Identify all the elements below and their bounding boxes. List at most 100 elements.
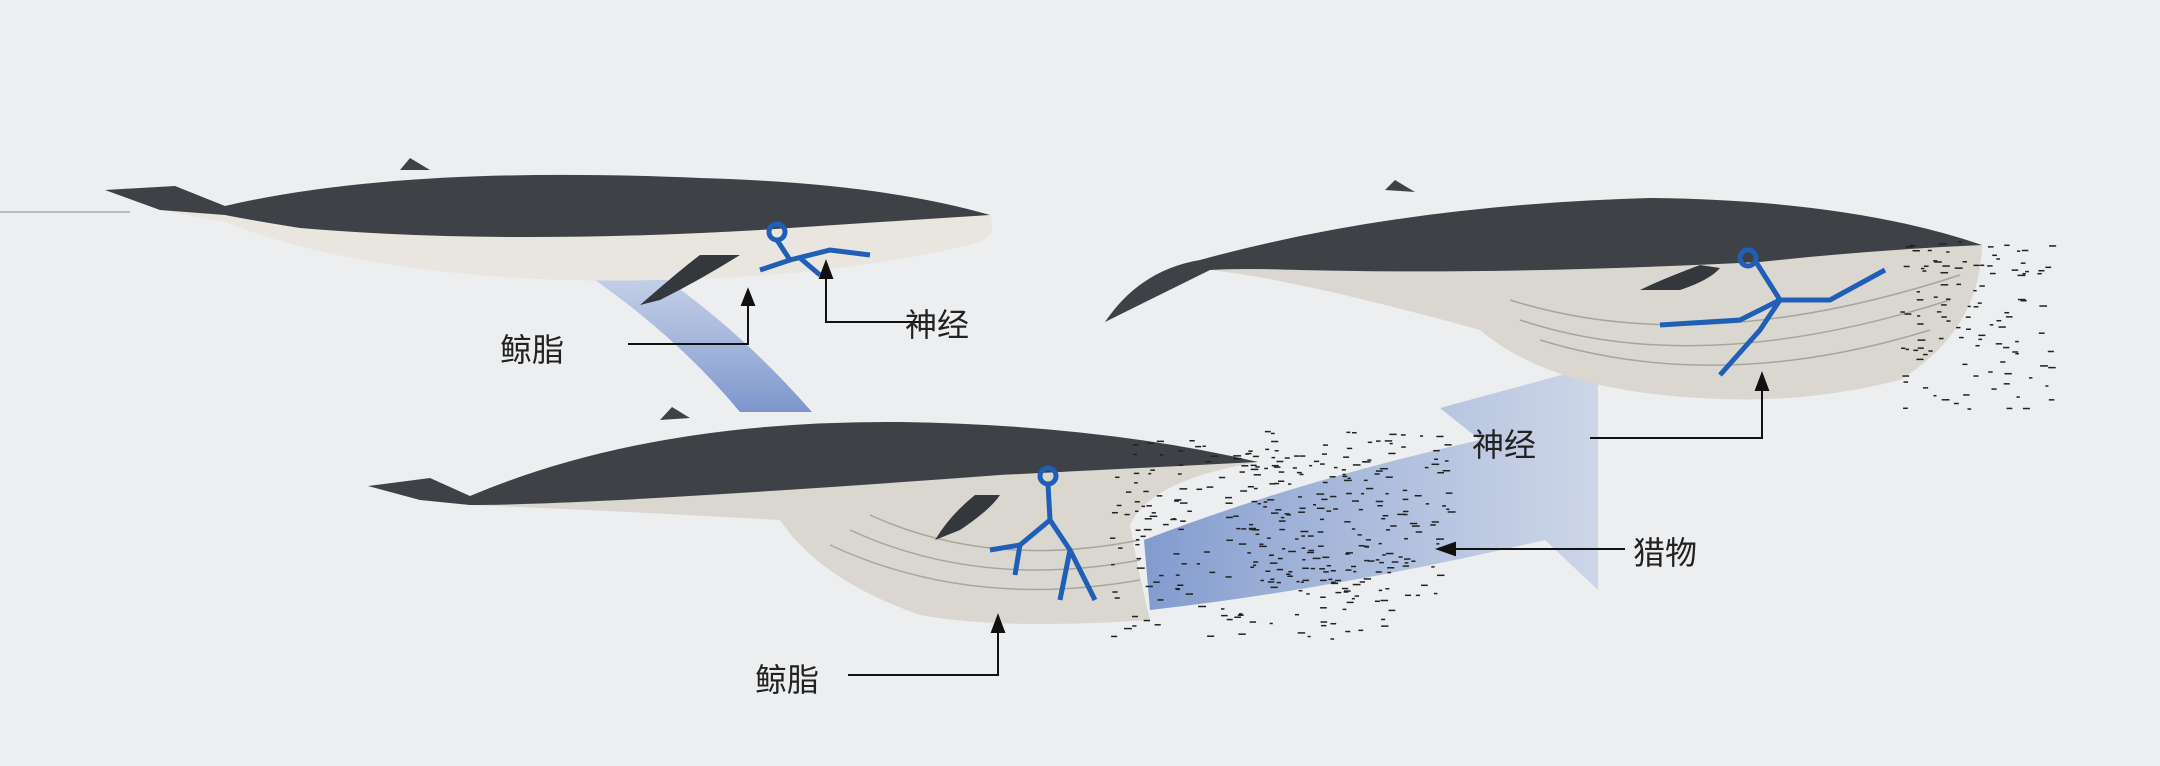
prey-particle	[1241, 465, 1249, 467]
prey-particle	[2004, 244, 2010, 247]
prey-particle	[1938, 337, 1944, 340]
prey-particle	[1941, 399, 1950, 401]
prey-particle	[1437, 574, 1445, 577]
prey-particle	[1431, 521, 1439, 523]
prey-particle	[1131, 615, 1138, 618]
prey-particle	[1375, 440, 1381, 442]
prey-particle	[1238, 543, 1247, 545]
prey-particle	[1269, 562, 1278, 564]
prey-particle	[1178, 528, 1184, 531]
prey-particle	[1958, 241, 1963, 243]
prey-particle	[1903, 381, 1909, 383]
prey-particle	[1424, 466, 1429, 469]
prey-particle	[1977, 302, 1982, 304]
prey-particle	[1238, 633, 1246, 635]
prey-particle	[1259, 545, 1267, 548]
prey-particle	[1351, 597, 1355, 600]
prey-particle	[1377, 504, 1383, 507]
prey-particle	[1154, 624, 1161, 626]
prey-particle	[2039, 305, 2048, 307]
prey-particle	[1296, 471, 1302, 474]
prey-particle	[1270, 586, 1278, 589]
prey-particle	[1946, 320, 1951, 322]
prey-particle	[1307, 535, 1314, 537]
prey-particle	[1330, 495, 1337, 498]
whale-engulfing	[368, 407, 1258, 624]
label-whale1-nerve: 神经	[905, 306, 970, 344]
prey-particle	[1239, 471, 1245, 473]
prey-particle	[1143, 619, 1150, 622]
prey-particle	[2047, 350, 2054, 353]
prey-particle	[1328, 578, 1333, 581]
prey-particle	[1159, 454, 1164, 456]
prey-particle	[1269, 622, 1273, 625]
prey-particle	[1133, 472, 1140, 475]
prey-particle	[1335, 579, 1342, 582]
prey-particle	[2048, 399, 2055, 401]
prey-particle	[1923, 265, 1929, 267]
prey-particle	[1902, 375, 1910, 377]
prey-particle	[1963, 394, 1970, 396]
prey-particle	[1962, 261, 1968, 263]
prey-particle	[1207, 635, 1215, 637]
prey-particle	[1367, 441, 1373, 444]
prey-particle	[1253, 487, 1258, 490]
prey-particle	[1320, 607, 1327, 609]
prey-particle	[1353, 570, 1357, 573]
prey-particle	[1331, 581, 1336, 584]
prey-particle	[1271, 464, 1279, 467]
prey-particle	[1116, 504, 1122, 507]
prey-particle	[1111, 511, 1118, 514]
prey-particle	[1403, 513, 1408, 516]
prey-particle	[1402, 498, 1409, 501]
prey-particle	[1247, 485, 1254, 488]
prey-particle	[1202, 445, 1206, 448]
prey-particle	[1298, 511, 1305, 513]
prey-particle	[1181, 563, 1187, 565]
prey-particle	[1965, 316, 1971, 318]
prey-particle	[1135, 529, 1141, 531]
prey-particle	[1316, 493, 1325, 495]
prey-particle	[1198, 605, 1207, 608]
prey-particle	[1205, 460, 1212, 463]
prey-particle	[1384, 440, 1393, 442]
prey-particle	[1378, 542, 1382, 545]
prey-particle	[1248, 527, 1257, 530]
prey-particle	[1196, 563, 1201, 565]
prey-particle	[1385, 587, 1390, 590]
prey-particle	[1250, 464, 1257, 467]
prey-particle	[1276, 460, 1284, 463]
prey-particle	[1905, 348, 1910, 351]
prey-particle	[1156, 440, 1165, 443]
prey-particle	[1367, 459, 1372, 461]
prey-particle	[1136, 567, 1145, 569]
prey-particle	[1156, 495, 1163, 497]
prey-particle	[1404, 537, 1408, 540]
prey-particle	[1174, 499, 1182, 501]
prey-particle	[1312, 557, 1321, 560]
prey-particle	[1225, 502, 1233, 504]
prey-particle	[1942, 265, 1950, 267]
prey-particle	[2021, 249, 2029, 252]
prey-particle	[1979, 285, 1985, 287]
prey-particle	[1112, 591, 1118, 593]
prey-particle	[1252, 529, 1260, 531]
prey-particle	[1278, 480, 1285, 482]
prey-particle	[1233, 455, 1242, 457]
prey-particle	[1922, 270, 1927, 272]
label-whale3-nerve: 神经	[1472, 426, 1537, 464]
prey-particle	[1375, 500, 1384, 503]
prey-particle	[2005, 316, 2013, 318]
prey-particle	[1380, 599, 1389, 602]
prey-particle	[1342, 473, 1346, 476]
prey-particle	[1144, 518, 1152, 520]
prey-particle	[1391, 561, 1399, 563]
prey-particle	[1364, 559, 1370, 562]
prey-particle	[1110, 537, 1116, 539]
prey-particle	[1233, 457, 1242, 460]
prey-particle	[1248, 523, 1254, 526]
prey-particle	[1941, 316, 1947, 318]
prey-particle	[1320, 463, 1325, 465]
prey-particle	[1322, 556, 1330, 559]
prey-particle	[1343, 591, 1349, 593]
